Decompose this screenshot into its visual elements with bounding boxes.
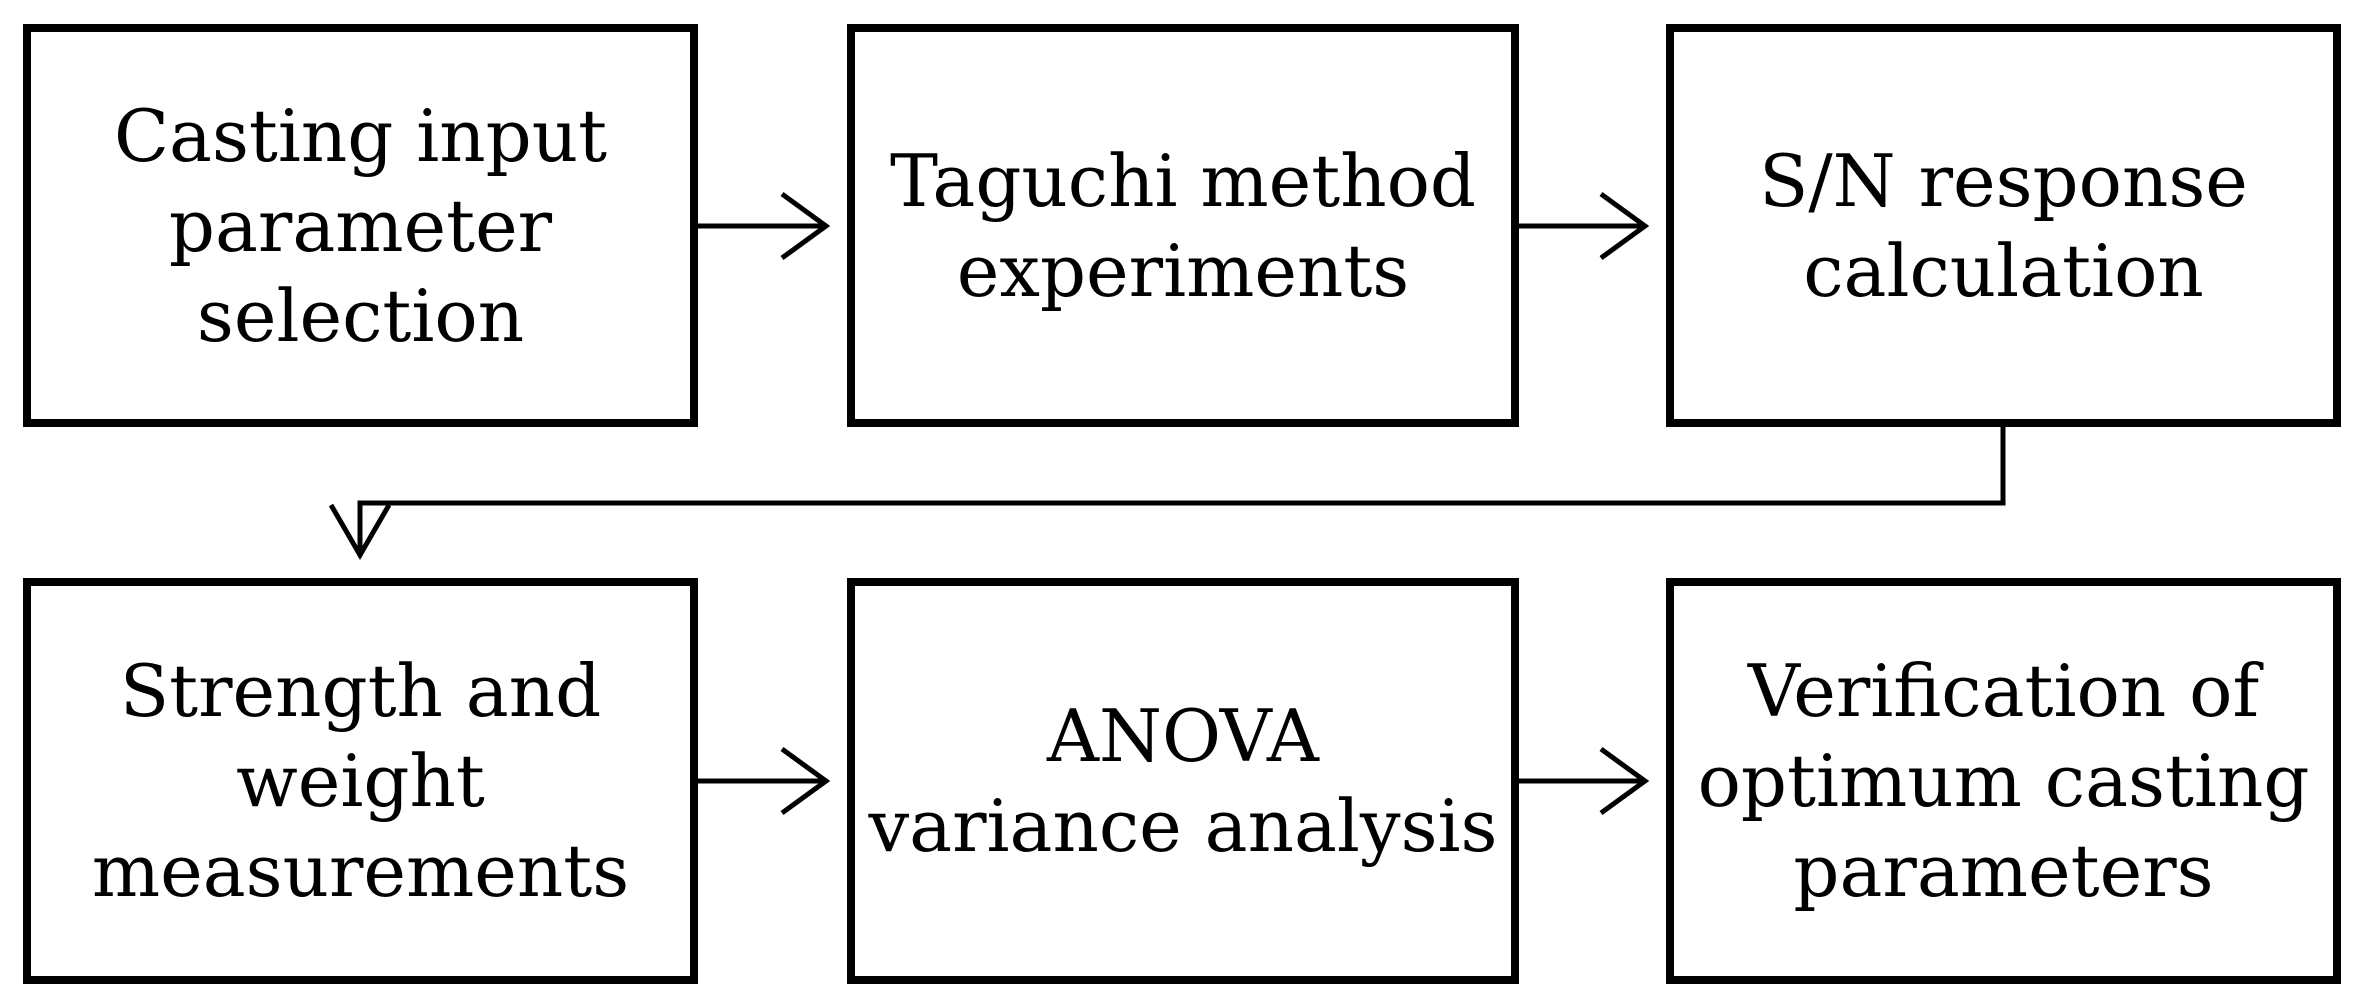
step-anova-variance-analysis: ANOVA variance analysis [847,578,1519,984]
step-label: S/N response calculation [1759,138,2248,313]
step-taguchi-method-experiments: Taguchi method experiments [847,24,1519,427]
arrow-step5-to-step6 [1519,746,1650,816]
step-strength-weight-measurements: Strength and weight measurements [23,578,698,984]
step-label: Strength and weight measurements [91,649,630,913]
step-label: ANOVA variance analysis [868,694,1498,868]
step-casting-input-parameter-selection: Casting input parameter selection [23,24,698,427]
step-label: Taguchi method experiments [889,138,1477,313]
arrow-step3-to-step4 [328,427,2006,560]
arrow-step4-to-step5 [698,746,831,816]
arrow-step2-to-step3 [1519,191,1650,261]
arrow-step1-to-step2 [698,191,831,261]
step-sn-response-calculation: S/N response calculation [1666,24,2341,427]
step-label: Verification of optimum casting paramete… [1697,649,2310,913]
step-label: Casting input parameter selection [113,93,608,358]
step-verification-optimum-parameters: Verification of optimum casting paramete… [1666,578,2341,984]
